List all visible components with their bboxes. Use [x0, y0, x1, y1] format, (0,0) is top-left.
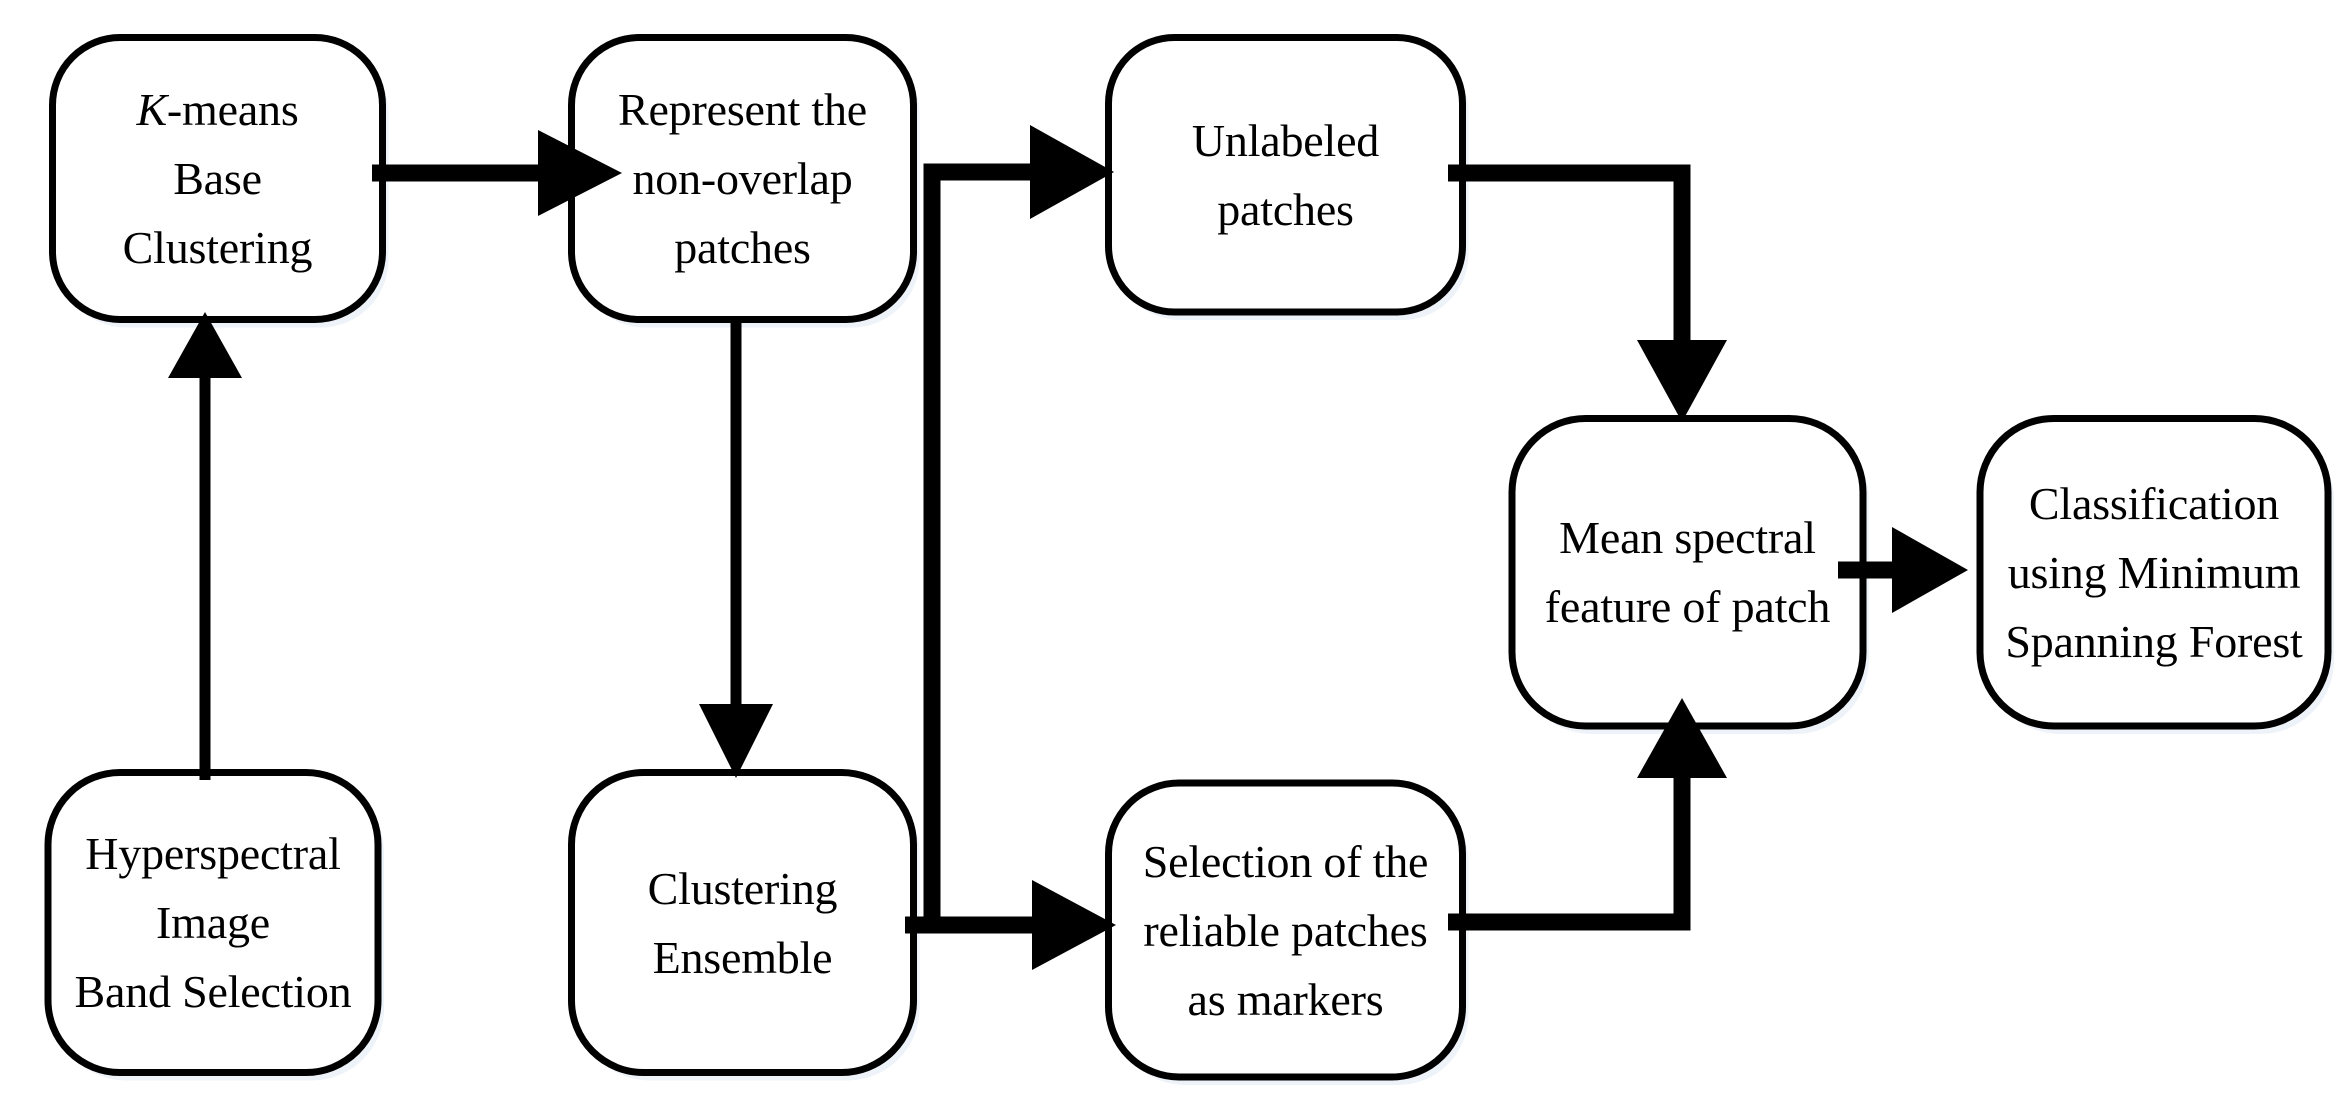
- node-hyperspectral-image-band-selection[interactable]: [44, 769, 382, 1076]
- arrow-branch-to-unlabeled: [923, 125, 1114, 925]
- node-clustering-ensemble[interactable]: [568, 769, 917, 1076]
- node-mean-spectral-feature-of-patch[interactable]: [1508, 415, 1867, 730]
- node-unlabeled-patches[interactable]: [1105, 34, 1466, 316]
- arrow-kmeans-to-represent: [372, 130, 622, 216]
- arrow-ensemble-to-selection: [905, 880, 1116, 970]
- arrow-mean-to-classification: [1838, 527, 1968, 613]
- connectors-layer: [168, 125, 1968, 970]
- nodes-layer: [44, 34, 2334, 1085]
- arrow-selection-to-mean: [1448, 698, 1727, 931]
- node-represent-non-overlap-patches[interactable]: [568, 34, 917, 323]
- arrow-unlabeled-to-mean: [1448, 164, 1727, 422]
- node-classification-using-minimum-spanning-forest[interactable]: [1976, 415, 2332, 730]
- arrow-hyperspectral-to-kmeans: [168, 312, 242, 780]
- arrow-represent-to-ensemble: [699, 318, 773, 778]
- node-k-means-base-clustering[interactable]: [49, 34, 386, 323]
- node-selection-of-reliable-patches-as-markers[interactable]: [1105, 779, 1466, 1081]
